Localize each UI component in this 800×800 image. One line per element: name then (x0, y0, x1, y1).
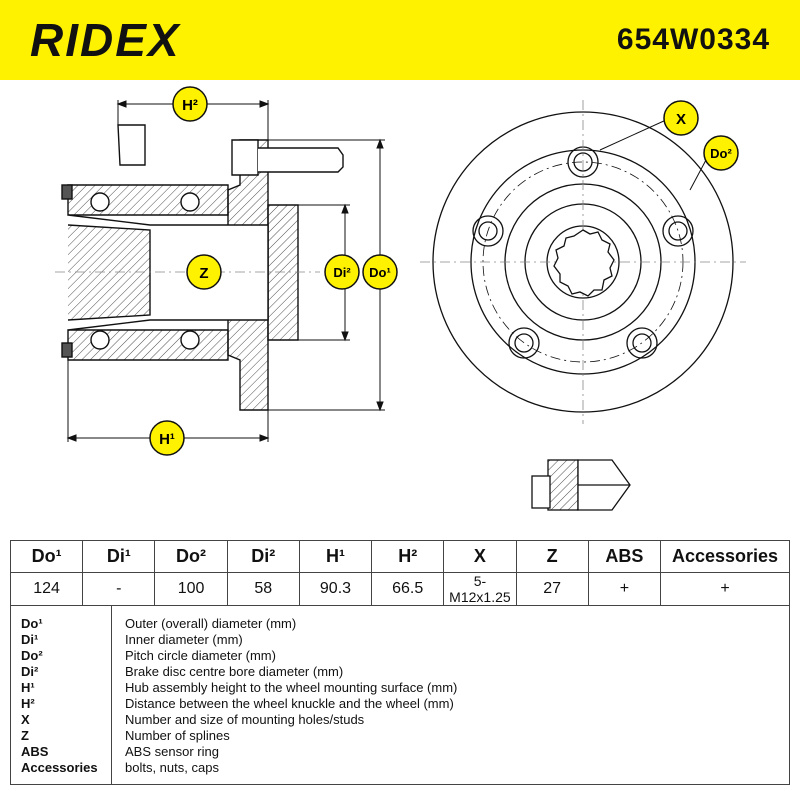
legend-row: ABS ABS sensor ring (11, 744, 789, 760)
callout-do2: Do² (689, 135, 739, 191)
legend-description: Inner diameter (mm) (125, 632, 243, 647)
legend-row: H² Distance between the wheel knuckle an… (11, 696, 789, 712)
spec-header-cell: Di¹ (82, 540, 156, 573)
spec-value-cell: 90.3 (298, 572, 373, 606)
legend-key: X (21, 712, 30, 727)
callout-x: X (599, 100, 699, 151)
legend-description: Pitch circle diameter (mm) (125, 648, 276, 663)
callout-do1: Do¹ (362, 254, 398, 290)
spec-value-cell: + (587, 572, 662, 606)
technical-drawing: H² H¹ Z Di² Do¹ X Do² (55, 86, 746, 511)
legend-description: Number and size of mounting holes/studs (125, 712, 365, 727)
spec-header-row: Do¹ Di¹ Do² Di² H¹ H² X Z ABS Accessorie… (9, 540, 790, 573)
part-number: 654W0334 (616, 23, 770, 56)
callout-x-label: X (676, 111, 686, 128)
spec-header-cell: ABS (587, 540, 662, 573)
callout-do2-label: Do² (710, 146, 732, 161)
spec-value-cell: 124 (9, 572, 84, 606)
spec-header-cell: X (443, 540, 517, 573)
legend-key: Do¹ (21, 616, 43, 631)
callout-z: Z (186, 254, 222, 290)
legend-row: Do¹ Outer (overall) diameter (mm) (11, 616, 789, 632)
legend-description: Distance between the wheel knuckle and t… (125, 696, 454, 711)
callout-h1: H¹ (149, 420, 185, 456)
legend-key: Do² (21, 648, 43, 663)
callout-h2-label: H² (182, 97, 198, 114)
spec-value-cell: 58 (226, 572, 300, 606)
callout-do1-label: Do¹ (369, 265, 391, 280)
hub-side-section (55, 124, 344, 411)
spec-value-cell: 66.5 (371, 572, 445, 606)
callout-h2: H² (172, 86, 208, 122)
legend-box: Do¹ Outer (overall) diameter (mm) Di¹ In… (10, 605, 790, 785)
legend-key: Di² (21, 664, 39, 679)
specification-table: Do¹ Di¹ Do² Di² H¹ H² X Z ABS Accessorie… (9, 540, 790, 606)
spec-value-cell: 5-M12x1.25 (443, 572, 517, 606)
spec-header-cell: Z (515, 540, 589, 573)
legend-description: Outer (overall) diameter (mm) (125, 616, 297, 631)
legend-divider (111, 606, 112, 784)
legend-row: Accessories bolts, nuts, caps (11, 760, 789, 776)
spec-value-cell: + (660, 572, 790, 606)
legend-row: Di¹ Inner diameter (mm) (11, 632, 789, 648)
callout-h1-label: H¹ (159, 431, 175, 448)
legend-description: ABS sensor ring (125, 744, 219, 759)
brand-logo: RIDEX (30, 14, 181, 66)
callout-z-label: Z (199, 265, 208, 282)
header-bar: RIDEX 654W0334 (0, 0, 800, 80)
legend-row: Do² Pitch circle diameter (mm) (11, 648, 789, 664)
spec-value-cell: - (82, 572, 156, 606)
spec-header-cell: Do² (154, 540, 228, 573)
spec-value-row: 124 - 100 58 90.3 66.5 5-M12x1.25 27 + + (9, 572, 790, 606)
spec-header-cell: Accessories (660, 540, 790, 573)
spec-value-cell: 27 (515, 572, 589, 606)
legend-key: H² (21, 696, 35, 711)
spec-header-cell: H² (371, 540, 445, 573)
dimension-h2 (116, 100, 270, 140)
legend-key: ABS (21, 744, 49, 759)
callout-di2: Di² (324, 254, 360, 290)
legend-key: Z (21, 728, 29, 743)
legend-key: H¹ (21, 680, 35, 695)
callout-di2-label: Di² (333, 265, 351, 280)
spec-header-cell: Do¹ (9, 540, 84, 573)
legend-row: X Number and size of mounting holes/stud… (11, 712, 789, 728)
nut-drawing (531, 459, 631, 511)
spec-value-cell: 100 (154, 572, 228, 606)
legend-description: bolts, nuts, caps (125, 760, 219, 775)
legend-description: Brake disc centre bore diameter (mm) (125, 664, 344, 679)
legend-row: Di² Brake disc centre bore diameter (mm) (11, 664, 789, 680)
legend-row: Z Number of splines (11, 728, 789, 744)
legend-key: Accessories (21, 760, 98, 775)
legend-description: Hub assembly height to the wheel mountin… (125, 680, 458, 695)
spec-header-cell: Di² (226, 540, 300, 573)
legend-row: H¹ Hub assembly height to the wheel moun… (11, 680, 789, 696)
hub-front-view (420, 100, 746, 424)
legend-key: Di¹ (21, 632, 39, 647)
spec-header-cell: H¹ (298, 540, 373, 573)
legend-description: Number of splines (125, 728, 230, 743)
